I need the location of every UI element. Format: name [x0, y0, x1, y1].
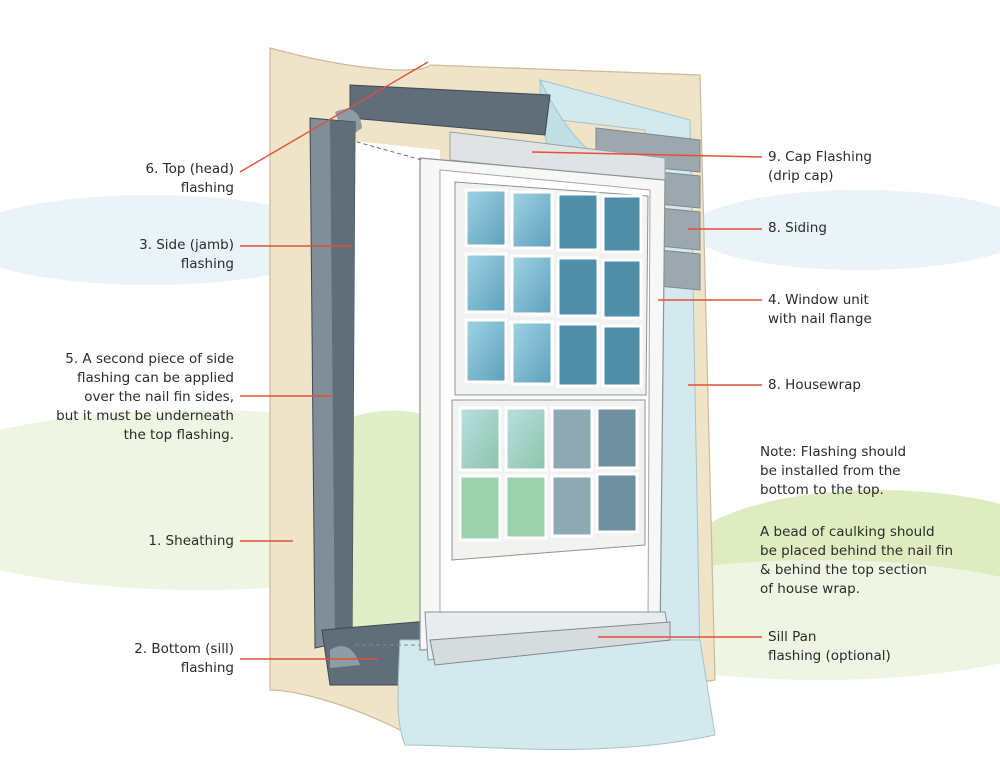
label-bottom-flashing: 2. Bottom (sill) flashing [134, 641, 234, 676]
upper-panes [464, 188, 643, 388]
label-top-flashing: 6. Top (head) flashing [145, 161, 234, 196]
label-sill-pan: Sill Pan flashing (optional) [768, 629, 891, 664]
label-second-side-flashing: 5. A second piece of side flashing can b… [56, 351, 234, 443]
label-housewrap: 8. Housewrap [768, 377, 861, 393]
label-window-unit: 4. Window unit with nail flange [768, 292, 872, 327]
note-flashing-order: Note: Flashing should be installed from … [760, 444, 907, 498]
sill-pan [429, 621, 671, 666]
lower-panes [458, 406, 639, 542]
label-side-flashing: 3. Side (jamb) flashing [139, 237, 234, 272]
label-cap-flashing: 9. Cap Flashing (drip cap) [768, 149, 872, 184]
label-sheathing: 1. Sheathing [148, 533, 234, 549]
note-caulking: A bead of caulking should be placed behi… [760, 524, 954, 597]
label-siding: 8. Siding [768, 220, 827, 236]
leader-lines [239, 61, 763, 660]
